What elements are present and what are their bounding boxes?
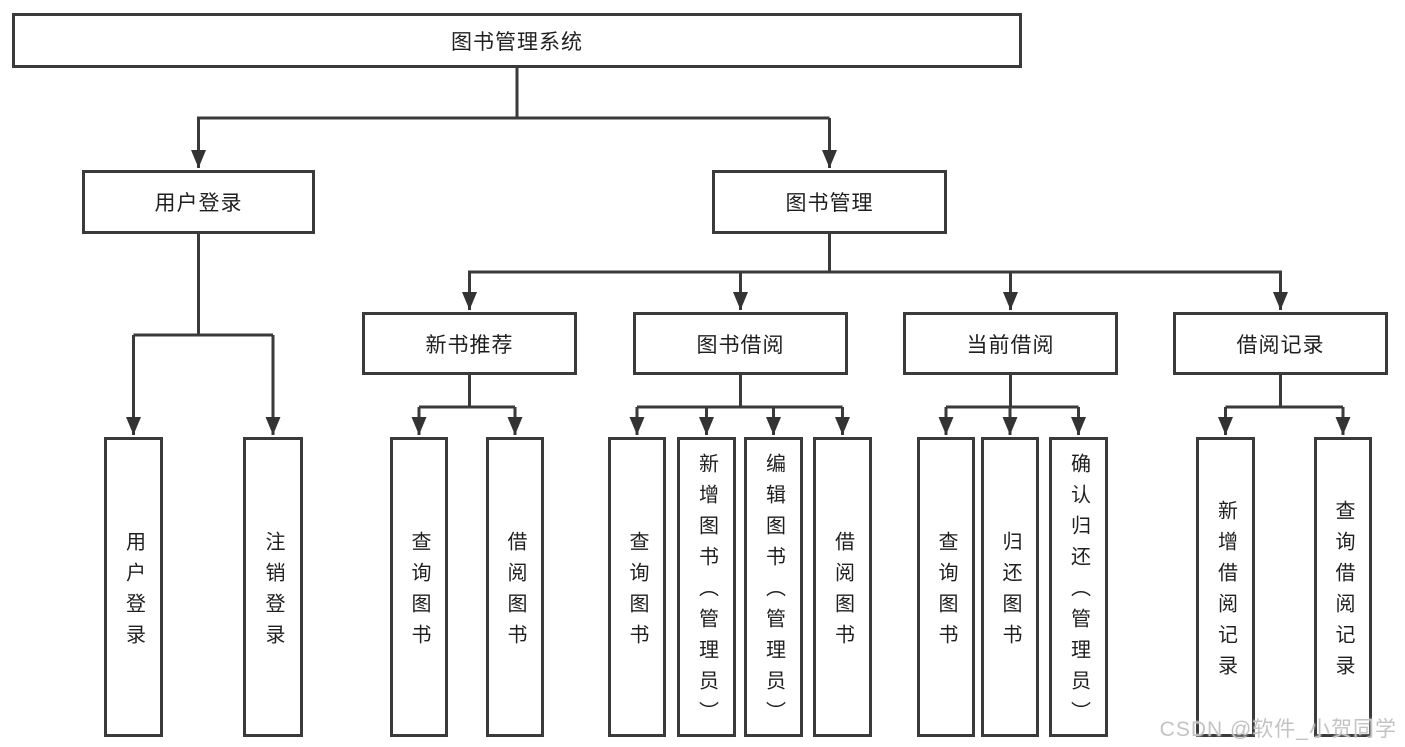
node-label: 借阅图书 xyxy=(831,530,854,655)
node-label: 查询图书 xyxy=(935,530,957,655)
node-label: 新增借阅记录 xyxy=(1214,499,1237,686)
node-library-management-system: 图书管理系统 xyxy=(12,13,1022,68)
node-label: 当前借阅 xyxy=(966,333,1055,357)
node-label: 借阅图书 xyxy=(504,530,526,655)
node-borrowing-records: 借阅记录 xyxy=(1173,312,1388,375)
node-label: 新增图书（管理员） xyxy=(695,453,718,732)
node-label: 图书管理 xyxy=(785,192,874,215)
node-label: 确认归还（管理员） xyxy=(1067,453,1090,732)
leaf-borrow-books-recommend: 借阅图书 xyxy=(486,437,544,737)
node-label: 用户登录 xyxy=(154,192,243,215)
node-label: 图书借阅 xyxy=(696,333,785,357)
leaf-add-borrow-record: 新增借阅记录 xyxy=(1196,437,1255,737)
node-book-management: 图书管理 xyxy=(712,170,947,234)
node-label: 用户登录 xyxy=(122,530,145,655)
leaf-edit-books-admin: 编辑图书（管理员） xyxy=(744,437,803,737)
leaf-confirm-return-admin: 确认归还（管理员） xyxy=(1049,437,1108,737)
node-new-book-recommendation: 新书推荐 xyxy=(362,312,577,375)
node-label: 借阅记录 xyxy=(1236,333,1325,357)
leaf-add-books-admin: 新增图书（管理员） xyxy=(677,437,736,737)
node-user-login: 用户登录 xyxy=(82,170,315,234)
node-current-borrowing: 当前借阅 xyxy=(903,312,1118,375)
node-label: 编辑图书（管理员） xyxy=(762,453,785,732)
leaf-query-books-current: 查询图书 xyxy=(917,437,975,737)
leaf-borrow-books: 借阅图书 xyxy=(813,437,872,737)
node-label: 查询借阅记录 xyxy=(1332,499,1354,686)
leaf-return-books: 归还图书 xyxy=(981,437,1039,737)
leaf-logout: 注销登录 xyxy=(243,437,303,737)
node-label: 新书推荐 xyxy=(425,333,514,357)
node-label: 图书管理系统 xyxy=(451,30,583,54)
leaf-query-books-borrow: 查询图书 xyxy=(608,437,666,737)
node-label: 查询图书 xyxy=(408,530,430,655)
leaf-query-books-recommend: 查询图书 xyxy=(390,437,448,737)
node-label: 查询图书 xyxy=(626,530,648,655)
node-label: 归还图书 xyxy=(999,530,1021,655)
connector-rails xyxy=(133,68,1343,409)
leaf-user-login: 用户登录 xyxy=(104,437,163,737)
connector-arrows xyxy=(126,118,1351,435)
node-label: 注销登录 xyxy=(262,530,284,655)
leaf-query-borrow-record: 查询借阅记录 xyxy=(1314,437,1372,737)
node-book-borrowing: 图书借阅 xyxy=(633,312,848,375)
